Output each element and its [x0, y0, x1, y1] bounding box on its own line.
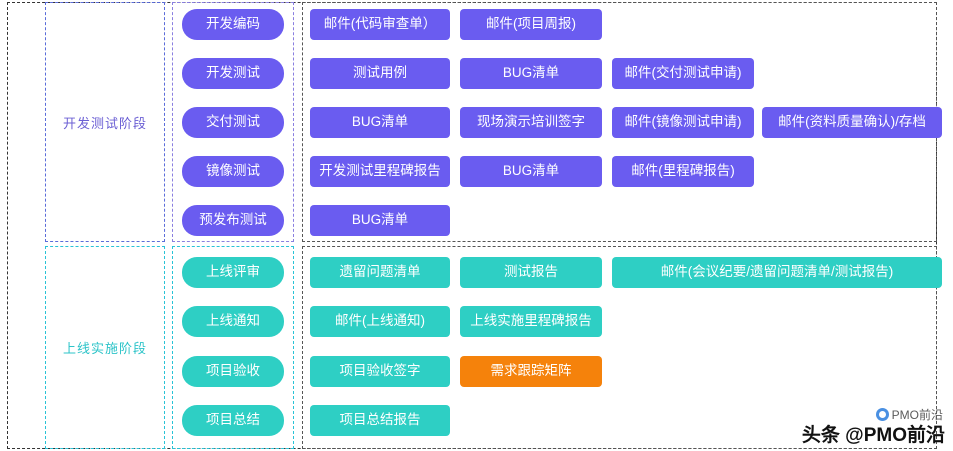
deliverable-dev-3[interactable]: BUG清单: [460, 58, 602, 89]
watermark-main: 头条 @PMO前沿: [802, 420, 945, 447]
stage-mirror-test[interactable]: 镜像测试: [182, 156, 284, 187]
stage-project-acceptance[interactable]: 项目验收: [182, 356, 284, 387]
deliverable-dev-0[interactable]: 邮件(代码审查单）: [310, 9, 450, 40]
deliverable-dev-1[interactable]: 邮件(项目周报): [460, 9, 602, 40]
phase-box-development: 开发测试阶段: [45, 2, 165, 242]
deliverable-dev-8[interactable]: 邮件(资料质量确认)/存档: [762, 107, 942, 138]
deliverable-dev-12[interactable]: BUG清单: [310, 205, 450, 236]
deliverable-launch-2[interactable]: 邮件(会议纪要/遗留问题清单/测试报告): [612, 257, 942, 288]
deliverable-launch-5[interactable]: 项目验收签字: [310, 356, 450, 387]
deliverable-group-launch: [302, 246, 937, 449]
deliverable-dev-10[interactable]: BUG清单: [460, 156, 602, 187]
deliverable-launch-7[interactable]: 项目总结报告: [310, 405, 450, 436]
stage-launch-review[interactable]: 上线评审: [182, 257, 284, 288]
stage-dev-test[interactable]: 开发测试: [182, 58, 284, 89]
stage-column-development: [172, 2, 294, 242]
deliverable-dev-2[interactable]: 测试用例: [310, 58, 450, 89]
phase-label-launch: 上线实施阶段: [62, 341, 147, 356]
watermark-sub-text: PMO前沿: [891, 408, 943, 422]
deliverable-launch-6[interactable]: 需求跟踪矩阵: [460, 356, 602, 387]
deliverable-dev-4[interactable]: 邮件(交付测试申请): [612, 58, 754, 89]
stage-delivery-test[interactable]: 交付测试: [182, 107, 284, 138]
stage-prerelease-test[interactable]: 预发布测试: [182, 205, 284, 236]
phase-label-development: 开发测试阶段: [62, 115, 147, 131]
deliverable-dev-7[interactable]: 邮件(镜像测试申请): [612, 107, 754, 138]
deliverable-dev-5[interactable]: BUG清单: [310, 107, 450, 138]
wechat-account-icon: [875, 408, 889, 421]
deliverable-dev-9[interactable]: 开发测试里程碑报告: [310, 156, 450, 187]
deliverable-dev-11[interactable]: 邮件(里程碑报告): [612, 156, 754, 187]
watermark-main-text: 头条 @PMO前沿: [801, 425, 945, 446]
deliverable-launch-4[interactable]: 上线实施里程碑报告: [460, 306, 602, 337]
stage-column-launch: [172, 246, 294, 449]
stage-launch-notice[interactable]: 上线通知: [182, 306, 284, 337]
deliverable-launch-0[interactable]: 遗留问题清单: [310, 257, 450, 288]
watermark-sub: PMO前沿: [875, 406, 943, 423]
deliverable-launch-3[interactable]: 邮件(上线通知): [310, 306, 450, 337]
stage-project-summary[interactable]: 项目总结: [182, 405, 284, 436]
deliverable-launch-1[interactable]: 测试报告: [460, 257, 602, 288]
stage-dev-coding[interactable]: 开发编码: [182, 9, 284, 40]
phase-box-launch: 上线实施阶段: [45, 246, 165, 449]
deliverable-dev-6[interactable]: 现场演示培训签字: [460, 107, 602, 138]
